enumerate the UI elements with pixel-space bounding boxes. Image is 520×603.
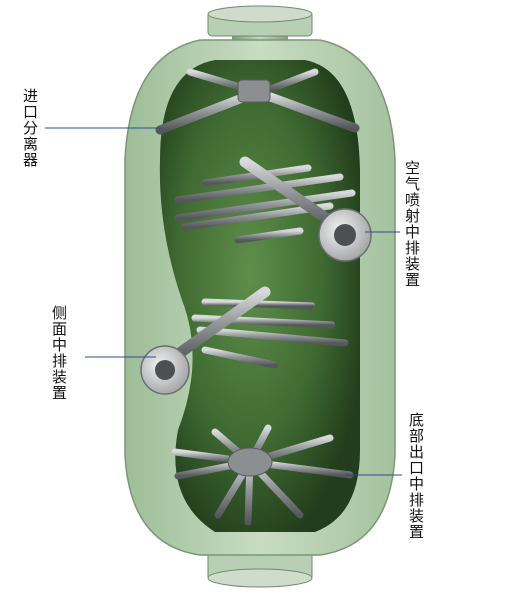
air-spray-drain	[174, 156, 372, 262]
side-drain	[140, 286, 349, 395]
label-side-drain: 侧面中排装置	[50, 305, 68, 401]
inlet-separator	[155, 68, 360, 135]
bottom-drain	[171, 424, 354, 526]
label-bottom-drain: 底部出口中排装置	[407, 412, 425, 540]
label-inlet-separator: 进口分离器	[21, 88, 39, 168]
label-air-spray-drain: 空气喷射中排装置	[403, 160, 421, 288]
